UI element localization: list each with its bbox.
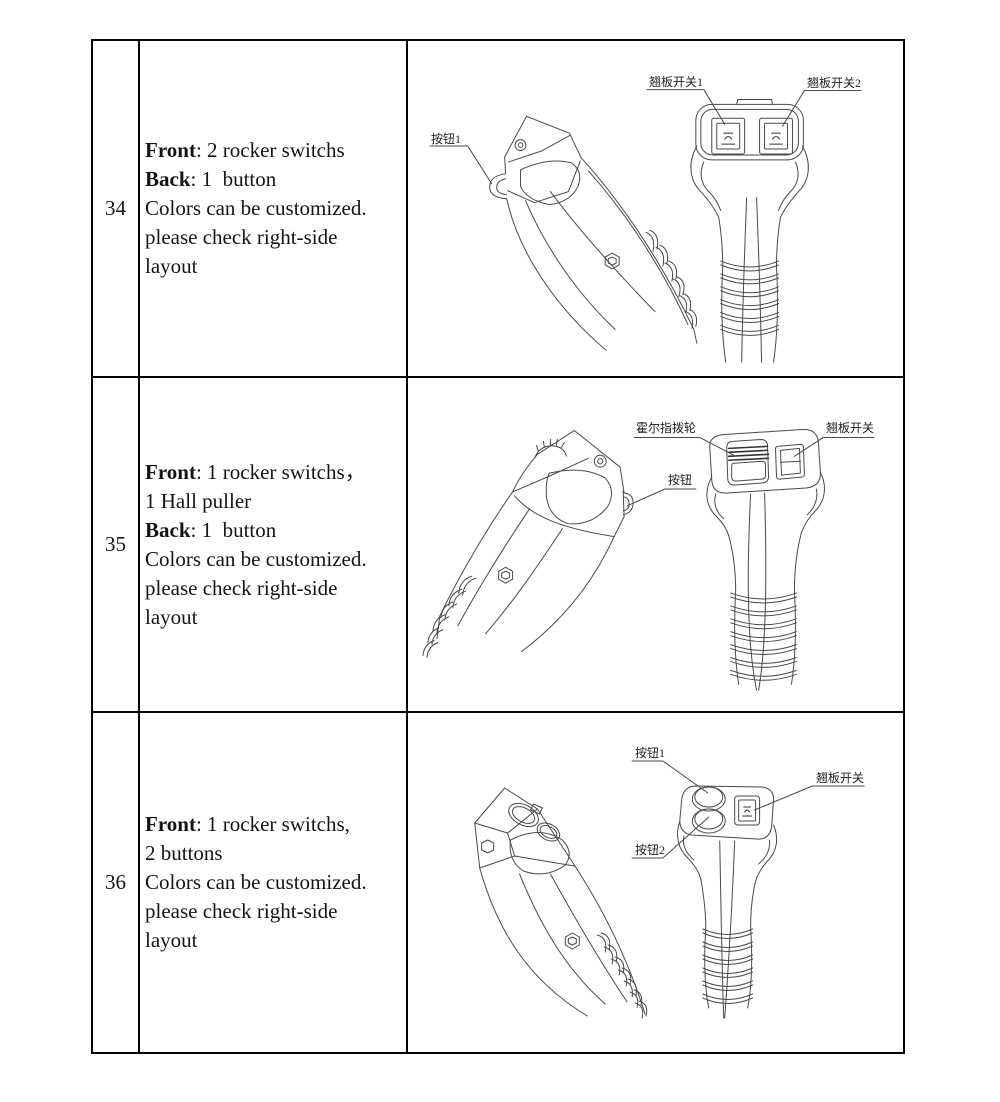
description-line: Back: 1 button	[145, 167, 277, 191]
callout-button-label: 按钮	[668, 473, 693, 487]
description-line: layout	[145, 604, 198, 629]
description-cell: Front: 2 rocker switchs Back: 1 button C…	[140, 41, 408, 378]
callout-button1-label: 按钮1	[635, 746, 666, 760]
row-number-cell: 34	[93, 41, 140, 378]
spec-table: 34 Front: 2 rocker switchs Back: 1 butto…	[91, 39, 905, 1054]
technical-drawing-row35	[408, 378, 903, 711]
callout-rocker1-label: 翘板开关1	[649, 75, 704, 89]
technical-drawing-row36	[408, 713, 903, 1052]
description-line: please check right-side	[145, 899, 338, 923]
description-line: Back: 1 button	[145, 517, 277, 542]
handle-front-view	[678, 786, 777, 1018]
description-line: Front: 2 rocker switchs	[145, 138, 345, 162]
handle-side-view	[475, 788, 647, 1018]
description-line: layout	[145, 254, 198, 278]
description-line: Front: 1 rocker switchs，	[145, 459, 366, 484]
description-cell: Front: 1 rocker switchs, 2 buttons Color…	[140, 713, 408, 1052]
drawing-cell-row34: 按钮1 翘板开关1 翘板开关2	[408, 41, 903, 378]
row-number: 36	[105, 870, 126, 894]
description-cell: Front: 1 rocker switchs， 1 Hall puller B…	[140, 378, 408, 713]
description-line: please check right-side	[145, 575, 338, 600]
callout-button1-label: 按钮1	[431, 132, 462, 146]
callout-rocker-label: 翘板开关	[816, 771, 865, 785]
callout-button2-label: 按钮2	[635, 843, 666, 857]
leader-lines	[632, 761, 864, 858]
handle-front-view	[707, 429, 825, 690]
handle-side-view	[490, 116, 697, 350]
drawing-cell-row35: 霍尔指拨轮 翘板开关 按钮	[408, 378, 903, 713]
technical-drawing-row34	[408, 41, 903, 376]
description-line: Colors can be customized.	[145, 546, 367, 571]
description-line: Colors can be customized.	[145, 870, 367, 894]
description-line: please check right-side	[145, 225, 338, 249]
row-number: 35	[105, 532, 126, 556]
callout-rocker2-label: 翘板开关2	[807, 76, 862, 90]
row-number: 34	[105, 196, 126, 220]
description-line: 1 Hall puller	[145, 488, 252, 513]
description-line: layout	[145, 928, 198, 952]
drawing-cell-row36: 按钮1 按钮2 翘板开关	[408, 713, 903, 1052]
leader-lines	[430, 90, 861, 184]
handle-front-view	[691, 99, 808, 362]
row-number-cell: 35	[93, 378, 140, 713]
row-number-cell: 36	[93, 713, 140, 1052]
leader-lines	[627, 437, 874, 505]
callout-rocker-label: 翘板开关	[826, 421, 875, 435]
description-line: 2 buttons	[145, 841, 223, 865]
description-line: Front: 1 rocker switchs,	[145, 812, 350, 836]
description-line: Colors can be customized.	[145, 196, 367, 220]
callout-hall-wheel-label: 霍尔指拨轮	[636, 421, 697, 435]
handle-side-view	[423, 431, 633, 658]
